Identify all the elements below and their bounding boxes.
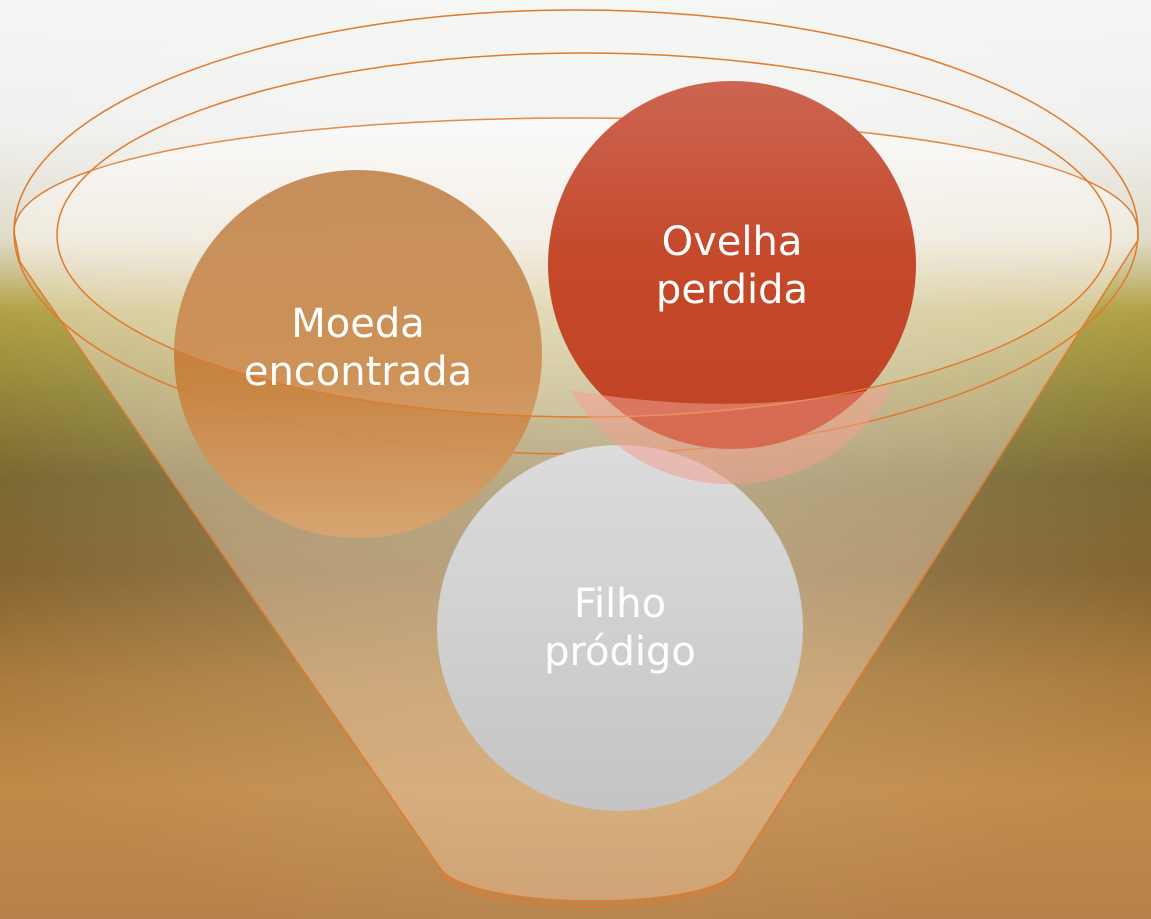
funnel-bottom-rim: [439, 867, 739, 908]
funnel-inner-rim: [56, 52, 1112, 418]
circle-ovelha-lower-tint: [570, 385, 894, 485]
circle-ovelha-perdida: [548, 81, 916, 449]
circle-filho-prodigo: [437, 445, 803, 811]
circle-moeda-encontrada: [174, 170, 542, 538]
